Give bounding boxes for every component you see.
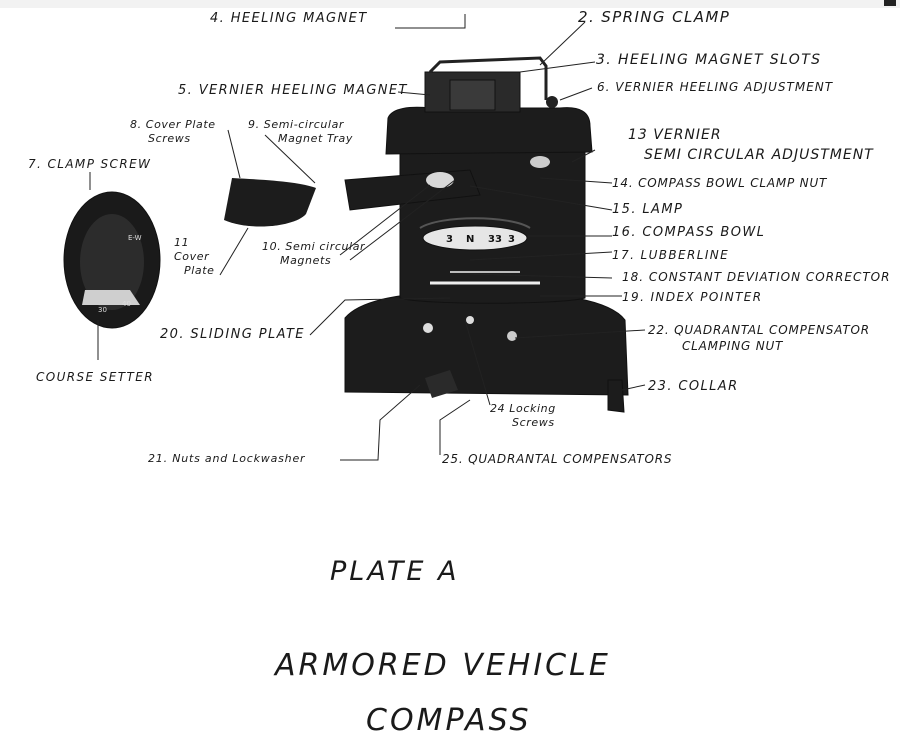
svg-text:3: 3 — [508, 234, 515, 245]
svg-text:40: 40 — [122, 300, 131, 308]
label-course-setter: Course Setter — [36, 370, 154, 384]
label-nuts-and-lockwasher: 21. Nuts and Lockwasher — [148, 452, 306, 465]
plate-title: PLATE A — [330, 556, 460, 587]
label-compass-bowl: 16. Compass Bowl — [612, 225, 766, 240]
label-sliding-plate: 20. Sliding Plate — [160, 327, 305, 342]
corner-mark — [884, 0, 896, 6]
spring-clamp — [428, 56, 548, 100]
label-cover-plate: 11 Cover Plate — [174, 236, 215, 277]
label-vernier-semicircular-adjustment: 13 Vernier Semi circular Adjustment — [628, 127, 874, 163]
label-compass-bowl-clamp-nut: 14. Compass Bowl Clamp Nut — [612, 176, 828, 190]
quadrantal-compensator-nut — [425, 370, 458, 398]
top-bar — [0, 0, 900, 8]
collar — [607, 379, 625, 413]
label-vernier-heeling-adjustment: 6. Vernier Heeling Adjustment — [597, 80, 834, 94]
svg-text:E-W: E-W — [128, 234, 142, 242]
label-quadrantal-compensators: 25. Quadrantal Compensators — [442, 452, 673, 466]
dial-text: 30 — [98, 306, 107, 314]
compass-title: COMPASS — [366, 703, 532, 738]
label-heeling-magnet: 4. Heeling Magnet — [210, 11, 368, 26]
label-collar: 23. Collar — [648, 379, 739, 394]
cover-plate — [224, 178, 316, 227]
compass-card — [422, 225, 528, 251]
label-lubberline: 17. Lubberline — [612, 248, 730, 262]
svg-text:N: N — [466, 234, 474, 245]
vehicle-title: ARMORED VEHICLE — [275, 648, 611, 683]
label-clamp-screw: 7. Clamp Screw — [28, 157, 152, 171]
label-cover-plate-screws: 8. Cover Plate Screws — [130, 118, 216, 145]
label-constant-deviation-corrector: 18. Constant Deviation Corrector — [622, 270, 891, 284]
label-lamp: 15. Lamp — [612, 202, 684, 217]
label-index-pointer: 19. Index Pointer — [622, 290, 763, 304]
svg-text:33: 33 — [488, 234, 502, 245]
label-vernier-heeling-magnet: 5. Vernier Heeling Magnet — [178, 83, 408, 98]
label-heeling-magnet-slots: 3. Heeling Magnet Slots — [596, 52, 822, 68]
label-semicircular-magnets: 10. Semi circular Magnets — [262, 240, 366, 267]
top-assembly — [385, 106, 593, 155]
compass-base — [344, 289, 629, 396]
label-locking-screws: 24 Locking Screws — [490, 402, 556, 429]
leader-lines — [89, 14, 646, 461]
label-quadrantal-compensator-clamping-nut: 22. Quadrantal Compensator Clamping Nut — [648, 323, 870, 353]
label-semicircular-magnet-tray: 9. Semi-circular Magnet Tray — [248, 118, 354, 145]
svg-text:3: 3 — [446, 234, 453, 245]
label-spring-clamp: 2. Spring Clamp — [578, 8, 731, 26]
